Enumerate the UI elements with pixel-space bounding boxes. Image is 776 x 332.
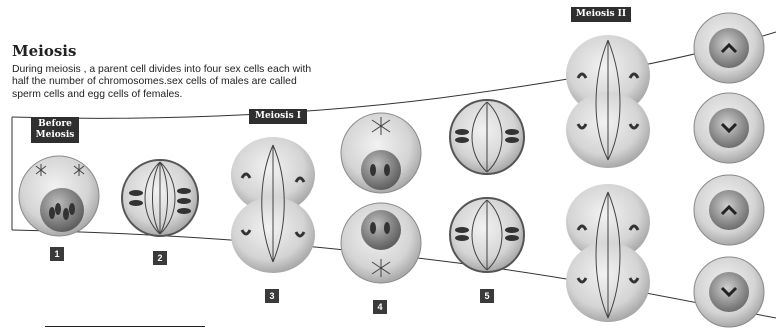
step-number-2: 2 bbox=[153, 251, 167, 265]
label-meiosis-1: Meiosis I bbox=[249, 109, 307, 124]
bottom-divider bbox=[45, 326, 205, 327]
gamete-4 bbox=[694, 257, 764, 327]
cell-metaphase-2-top bbox=[450, 100, 524, 174]
label-meiosis-2: Meiosis II bbox=[571, 7, 631, 22]
cell-anaphase-1 bbox=[231, 137, 315, 273]
page-title: Meiosis bbox=[12, 42, 76, 60]
label-before-meiosis: Before Meiosis bbox=[31, 117, 79, 143]
step-number-1: 1 bbox=[50, 247, 64, 261]
cell-before-meiosis bbox=[19, 156, 99, 236]
cell-metaphase-2-bottom bbox=[450, 198, 524, 272]
cell-anaphase-2-top bbox=[566, 35, 650, 168]
gamete-2 bbox=[694, 93, 764, 163]
step-number-3: 3 bbox=[265, 289, 279, 303]
cell-metaphase-1 bbox=[122, 160, 198, 236]
description-text: During meiosis , a parent cell divides i… bbox=[12, 64, 322, 101]
cell-telophase-1-bottom bbox=[341, 203, 421, 283]
gamete-1 bbox=[694, 13, 764, 83]
step-number-5: 5 bbox=[480, 289, 494, 303]
gamete-3 bbox=[694, 175, 764, 245]
step-number-4: 4 bbox=[373, 300, 387, 314]
cell-anaphase-2-bottom bbox=[566, 184, 650, 322]
cell-telophase-1-top bbox=[341, 113, 421, 193]
